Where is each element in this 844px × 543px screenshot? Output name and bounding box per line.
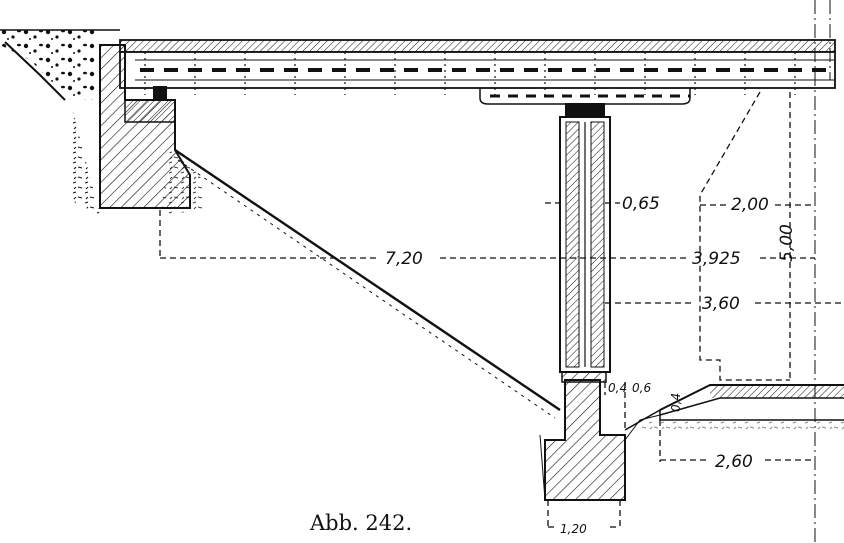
dimension-lines	[159, 202, 844, 530]
pier-foundation	[539, 379, 661, 501]
left-abutment	[99, 44, 205, 215]
footing-width-label: 1,20	[560, 522, 587, 536]
embankment	[0, 29, 120, 215]
clearance-profile	[699, 0, 831, 543]
roadway	[624, 384, 844, 431]
clear-width-label: 3,60	[702, 294, 740, 314]
span-right-label: 3,925	[692, 249, 741, 269]
dimension-labels: 0,65 7,20 3,925 3,60 2,00 5,00 0,4 0,6 0…	[385, 194, 797, 536]
bridge-deck	[119, 39, 836, 105]
curb-b-label: 0,6	[632, 381, 651, 395]
height-label: 5,00	[777, 224, 797, 262]
slope	[174, 149, 561, 419]
pier-column	[559, 103, 611, 383]
curb-c-label: 0,4	[669, 393, 683, 412]
pier-width-label: 0,65	[622, 194, 660, 214]
top-offset-label: 2,00	[731, 195, 769, 215]
span-left-label: 7,20	[385, 249, 423, 269]
curb-a-label: 0,4	[608, 381, 627, 395]
road-width-label: 2,60	[715, 452, 753, 472]
figure-caption: Abb. 242.	[309, 511, 412, 535]
